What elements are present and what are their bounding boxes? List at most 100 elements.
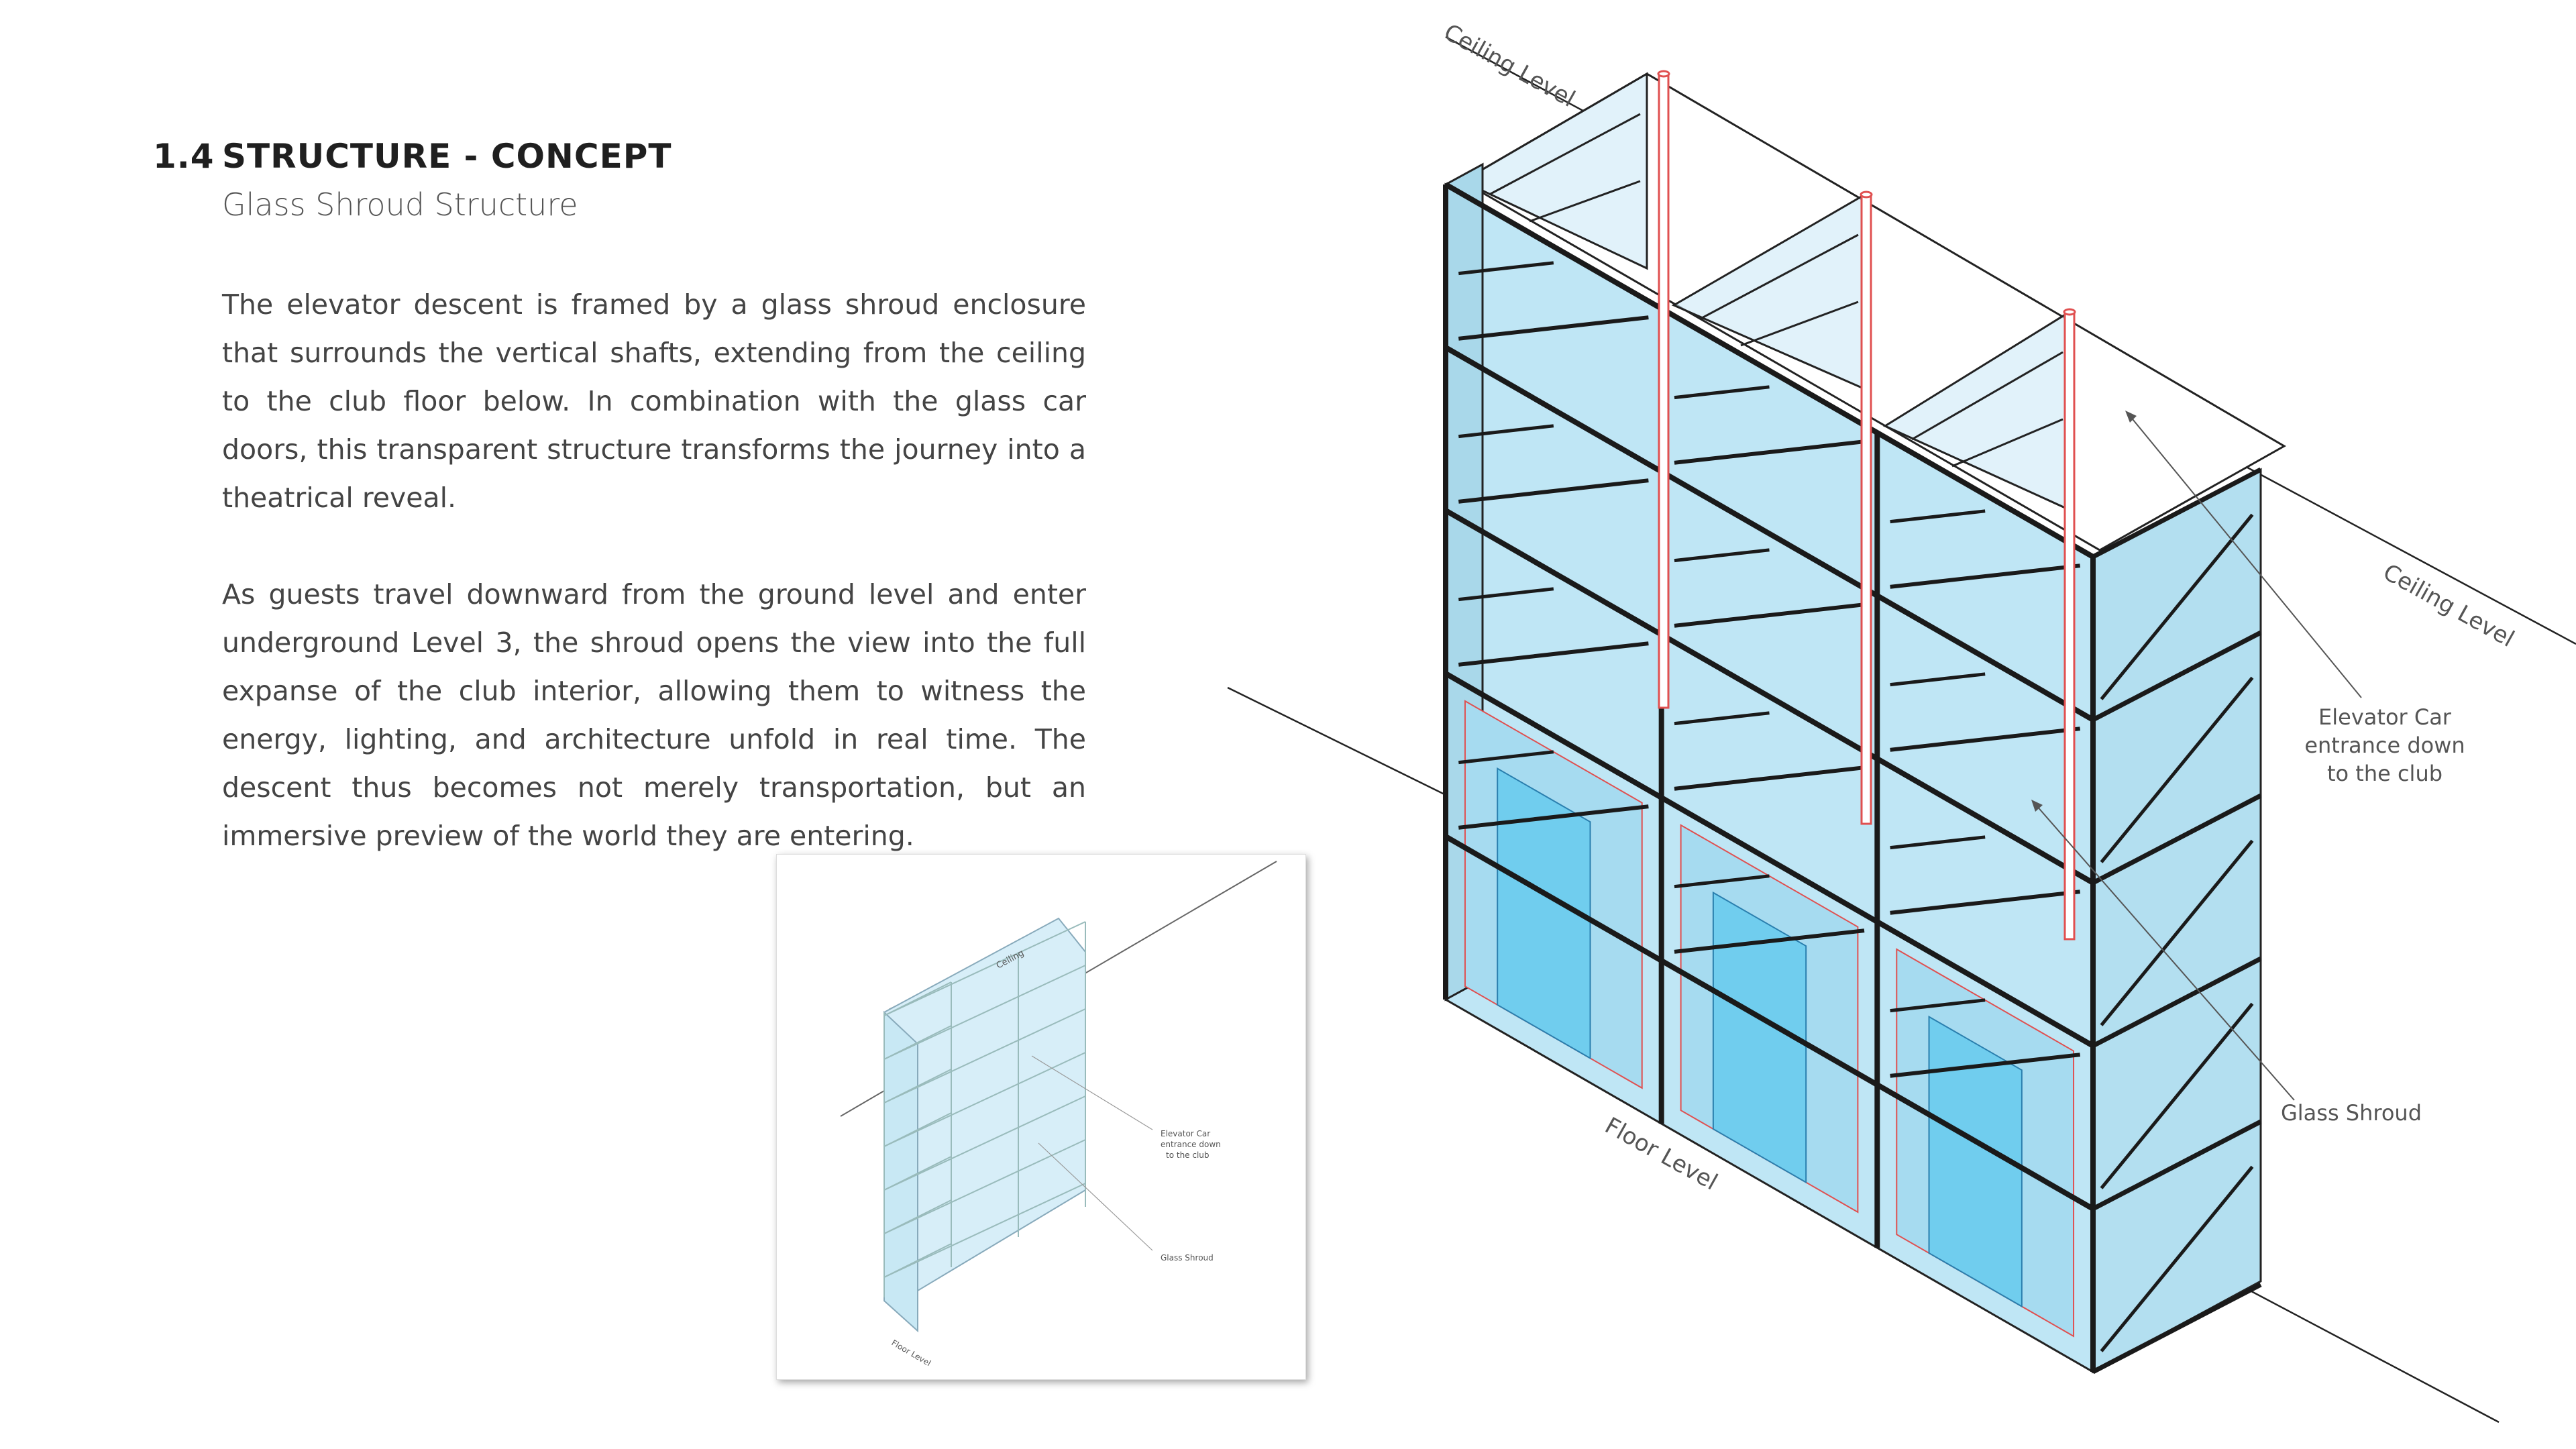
thumb-beam xyxy=(883,1008,1086,1104)
frame-beam xyxy=(1444,671,2094,1049)
side-diagonal xyxy=(2100,839,2254,1026)
side-diagonal xyxy=(2100,1165,2254,1352)
ceiling-level-label-top: Ceiling Level xyxy=(1440,19,1580,113)
thumbnail-diagram: Ceiling Elevator Car entrance down to th… xyxy=(840,861,1277,1368)
roof-truss-triangle xyxy=(1671,193,1866,391)
thumb-diagonal xyxy=(883,1112,952,1147)
shroud-leader-line xyxy=(2035,804,2295,1101)
thumb-diagonal xyxy=(883,1025,952,1060)
roof-truss xyxy=(1460,72,2071,512)
frame-diagonal xyxy=(1674,928,1865,954)
side-beam xyxy=(2092,1282,2262,1375)
thumbnail-diagram-card: Ceiling Elevator Car entrance down to th… xyxy=(776,854,1306,1380)
floor-level-label: Floor Level xyxy=(1601,1112,1722,1196)
roof-truss-member xyxy=(1951,418,2063,468)
elevator-car xyxy=(1680,824,1859,1214)
frame-diagonal xyxy=(1890,672,1986,687)
right-glass-face xyxy=(2092,468,2262,1374)
frame-diagonal xyxy=(1674,439,1865,465)
frame-diagonal xyxy=(1674,385,1770,400)
section-title: STRUCTURE - CONCEPT xyxy=(222,137,672,176)
elevator-car-label-3: to the club xyxy=(2327,761,2443,786)
frame-beam xyxy=(1444,834,2094,1212)
thumb-elevator-label-2: entrance down xyxy=(1161,1140,1221,1149)
thumb-glass-shroud-label: Glass Shroud xyxy=(1161,1253,1214,1263)
roof-truss-member xyxy=(1911,351,2063,441)
roof-truss-triangle xyxy=(1460,72,1648,270)
description-paragraph-2: As guests travel downward from the groun… xyxy=(222,578,1086,852)
support-post xyxy=(1860,193,1872,825)
frame-diagonal xyxy=(1674,765,1865,791)
elevator-car-label-2: entrance down xyxy=(2304,733,2465,758)
support-post xyxy=(2063,311,2076,941)
side-diagonal xyxy=(2100,676,2254,863)
frame-diagonal xyxy=(1890,727,2081,752)
roof-truss-member xyxy=(1740,301,1859,347)
description-paragraph-1: The elevator descent is framed by a glas… xyxy=(222,288,1086,514)
thumb-diagonal xyxy=(883,1243,952,1278)
frame-diagonal xyxy=(1458,804,1649,830)
frame-diagonal xyxy=(1674,874,1770,889)
frame-diagonal xyxy=(1458,478,1649,504)
frame-beam xyxy=(1444,182,2094,559)
floor-level-line-right xyxy=(2206,1267,2500,1424)
frame-diagonal xyxy=(1458,261,1554,276)
frame-diagonal xyxy=(1890,509,1986,524)
frame-beam xyxy=(1444,508,2094,885)
elevator-car xyxy=(1464,700,1643,1089)
frame-diagonal xyxy=(1674,711,1770,726)
side-diagonal xyxy=(2100,1002,2254,1189)
thumb-beam xyxy=(883,921,1086,1016)
left-glass-side xyxy=(1444,162,1484,1002)
elevator-cars xyxy=(1464,700,2075,1338)
thumb-elevator-label-3: to the club xyxy=(1166,1150,1210,1160)
roof-truss-triangle xyxy=(1882,310,2071,512)
thumb-elevator-label-1: Elevator Car xyxy=(1161,1129,1210,1138)
frame-diagonal xyxy=(1890,1053,2081,1078)
section-number: 1.4 xyxy=(153,137,215,176)
side-beam xyxy=(2092,467,2262,559)
elevator-car-label-1: Elevator Car xyxy=(2318,704,2452,730)
thumb-diagonal xyxy=(883,1156,952,1191)
elevator-leader-line xyxy=(2129,415,2362,698)
thumb-beam xyxy=(883,965,1086,1060)
frame-diagonal xyxy=(1890,835,1986,850)
side-beam xyxy=(2092,630,2262,722)
post-cap xyxy=(1860,191,1873,199)
thumb-beam xyxy=(883,1095,1086,1191)
frame-diagonal xyxy=(1674,602,1865,628)
frame-diagonal xyxy=(1674,548,1770,563)
frame-diagonal xyxy=(1458,315,1649,341)
elevator-car xyxy=(1896,948,2075,1338)
ceiling-level-label-right: Ceiling Level xyxy=(2379,559,2519,653)
frame-grid xyxy=(1443,182,2262,1375)
thumb-beam xyxy=(883,1183,1086,1278)
front-glass-face xyxy=(1444,182,2094,1374)
elevator-door xyxy=(1712,891,1807,1184)
roof-truss-member xyxy=(1529,180,1641,223)
frame-beam xyxy=(1444,345,2094,722)
thumb-diagonal xyxy=(883,981,952,1016)
thumb-floor-level-label: Floor Level xyxy=(890,1338,933,1368)
frame-diagonal xyxy=(1890,564,2081,589)
post-cap xyxy=(1657,70,1670,78)
thumb-diagonal xyxy=(883,1199,952,1234)
elevator-door xyxy=(1497,767,1591,1060)
roof-truss-member xyxy=(1489,113,1641,196)
support-posts xyxy=(1657,70,2076,941)
side-diagonal xyxy=(2100,513,2254,700)
frame-diagonal xyxy=(1458,424,1554,439)
frame-diagonal xyxy=(1890,890,2081,915)
ceiling-level-line xyxy=(1445,36,2576,645)
side-beam xyxy=(2092,956,2262,1049)
frame-diagonal xyxy=(1458,750,1554,765)
frame-diagonal xyxy=(1458,641,1649,667)
post-cap xyxy=(2063,308,2076,316)
section-subtitle: Glass Shroud Structure xyxy=(222,186,578,223)
glass-shroud-label: Glass Shroud xyxy=(2281,1100,2422,1126)
ceiling-slab xyxy=(1460,72,2287,551)
side-beam xyxy=(2092,1119,2262,1212)
support-post xyxy=(1658,72,1670,709)
frame-diagonal xyxy=(1458,587,1554,602)
